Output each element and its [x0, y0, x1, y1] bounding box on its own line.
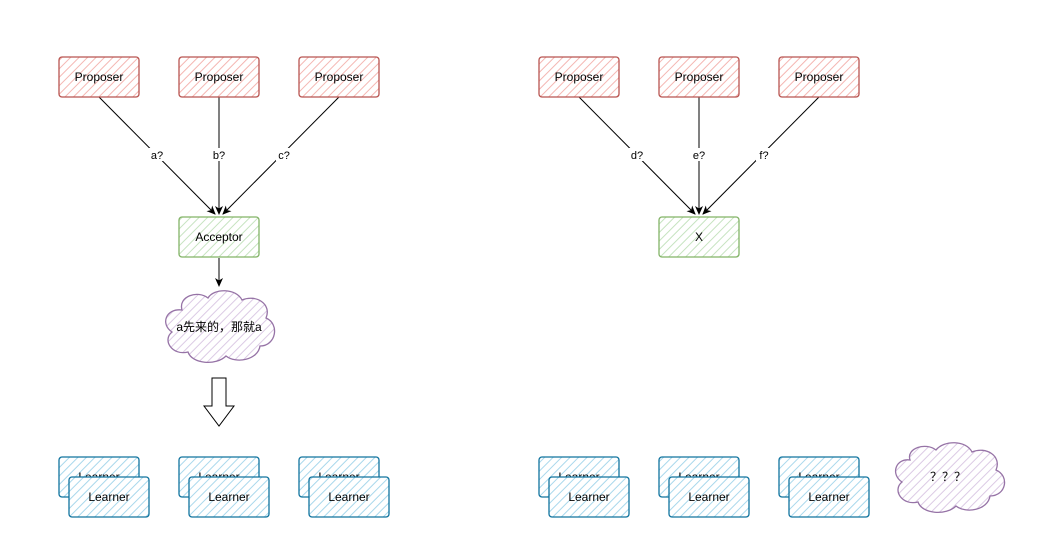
right-learner-group-3: Learner Learner: [778, 456, 870, 518]
right-edge-label-d: d?: [631, 150, 643, 162]
left-proposer-3[interactable]: Proposer: [298, 56, 380, 98]
left-cloud[interactable]: a先来的，那就a: [165, 290, 276, 363]
cloud-label: ？？？: [930, 470, 966, 484]
learner-front[interactable]: Learner: [68, 476, 150, 518]
proposer-label: Proposer: [75, 70, 124, 84]
right-edge-label-e: e?: [693, 150, 705, 162]
right-acceptor-x[interactable]: X: [658, 216, 740, 258]
learner-label: Learner: [808, 490, 849, 504]
left-edge-label-b: b?: [213, 150, 225, 162]
left-edges: a? b? c?: [98, 96, 340, 287]
right-proposer-1[interactable]: Proposer: [538, 56, 620, 98]
proposer-label: Proposer: [555, 70, 604, 84]
right-diagram: d? e? f? Proposer Proposer Proposer X Le…: [538, 56, 1006, 518]
right-learner-group-1: Learner Learner: [538, 456, 630, 518]
left-edge-label-c: c?: [278, 150, 290, 162]
learner-front[interactable]: Learner: [788, 476, 870, 518]
right-proposer-2[interactable]: Proposer: [658, 56, 740, 98]
left-acceptor[interactable]: Acceptor: [178, 216, 260, 258]
learner-label: Learner: [688, 490, 729, 504]
right-proposer-3[interactable]: Proposer: [778, 56, 860, 98]
right-edges: d? e? f?: [578, 96, 820, 215]
learner-front[interactable]: Learner: [668, 476, 750, 518]
left-learner-group-3: Learner Learner: [298, 456, 390, 518]
acceptor-label: Acceptor: [195, 230, 242, 244]
proposer-label: Proposer: [675, 70, 724, 84]
left-edge-label-a: a?: [151, 150, 163, 162]
learner-label: Learner: [328, 490, 369, 504]
learner-label: Learner: [208, 490, 249, 504]
acceptor-label: X: [695, 230, 703, 244]
learner-front[interactable]: Learner: [188, 476, 270, 518]
learner-label: Learner: [568, 490, 609, 504]
right-edge-label-f: f?: [759, 150, 768, 162]
right-learner-group-2: Learner Learner: [658, 456, 750, 518]
left-learner-group-2: Learner Learner: [178, 456, 270, 518]
left-diagram: a? b? c? Proposer Proposer Proposer Acce…: [58, 56, 390, 518]
proposer-label: Proposer: [795, 70, 844, 84]
proposer-label: Proposer: [195, 70, 244, 84]
proposer-label: Proposer: [315, 70, 364, 84]
learner-label: Learner: [88, 490, 129, 504]
down-arrow-shape: [203, 377, 235, 427]
right-cloud[interactable]: ？？？: [894, 442, 1006, 513]
left-proposer-2[interactable]: Proposer: [178, 56, 260, 98]
left-proposer-1[interactable]: Proposer: [58, 56, 140, 98]
cloud-label: a先来的，那就a: [176, 319, 262, 334]
learner-front[interactable]: Learner: [308, 476, 390, 518]
learner-front[interactable]: Learner: [548, 476, 630, 518]
left-learner-group-1: Learner Learner: [58, 456, 150, 518]
